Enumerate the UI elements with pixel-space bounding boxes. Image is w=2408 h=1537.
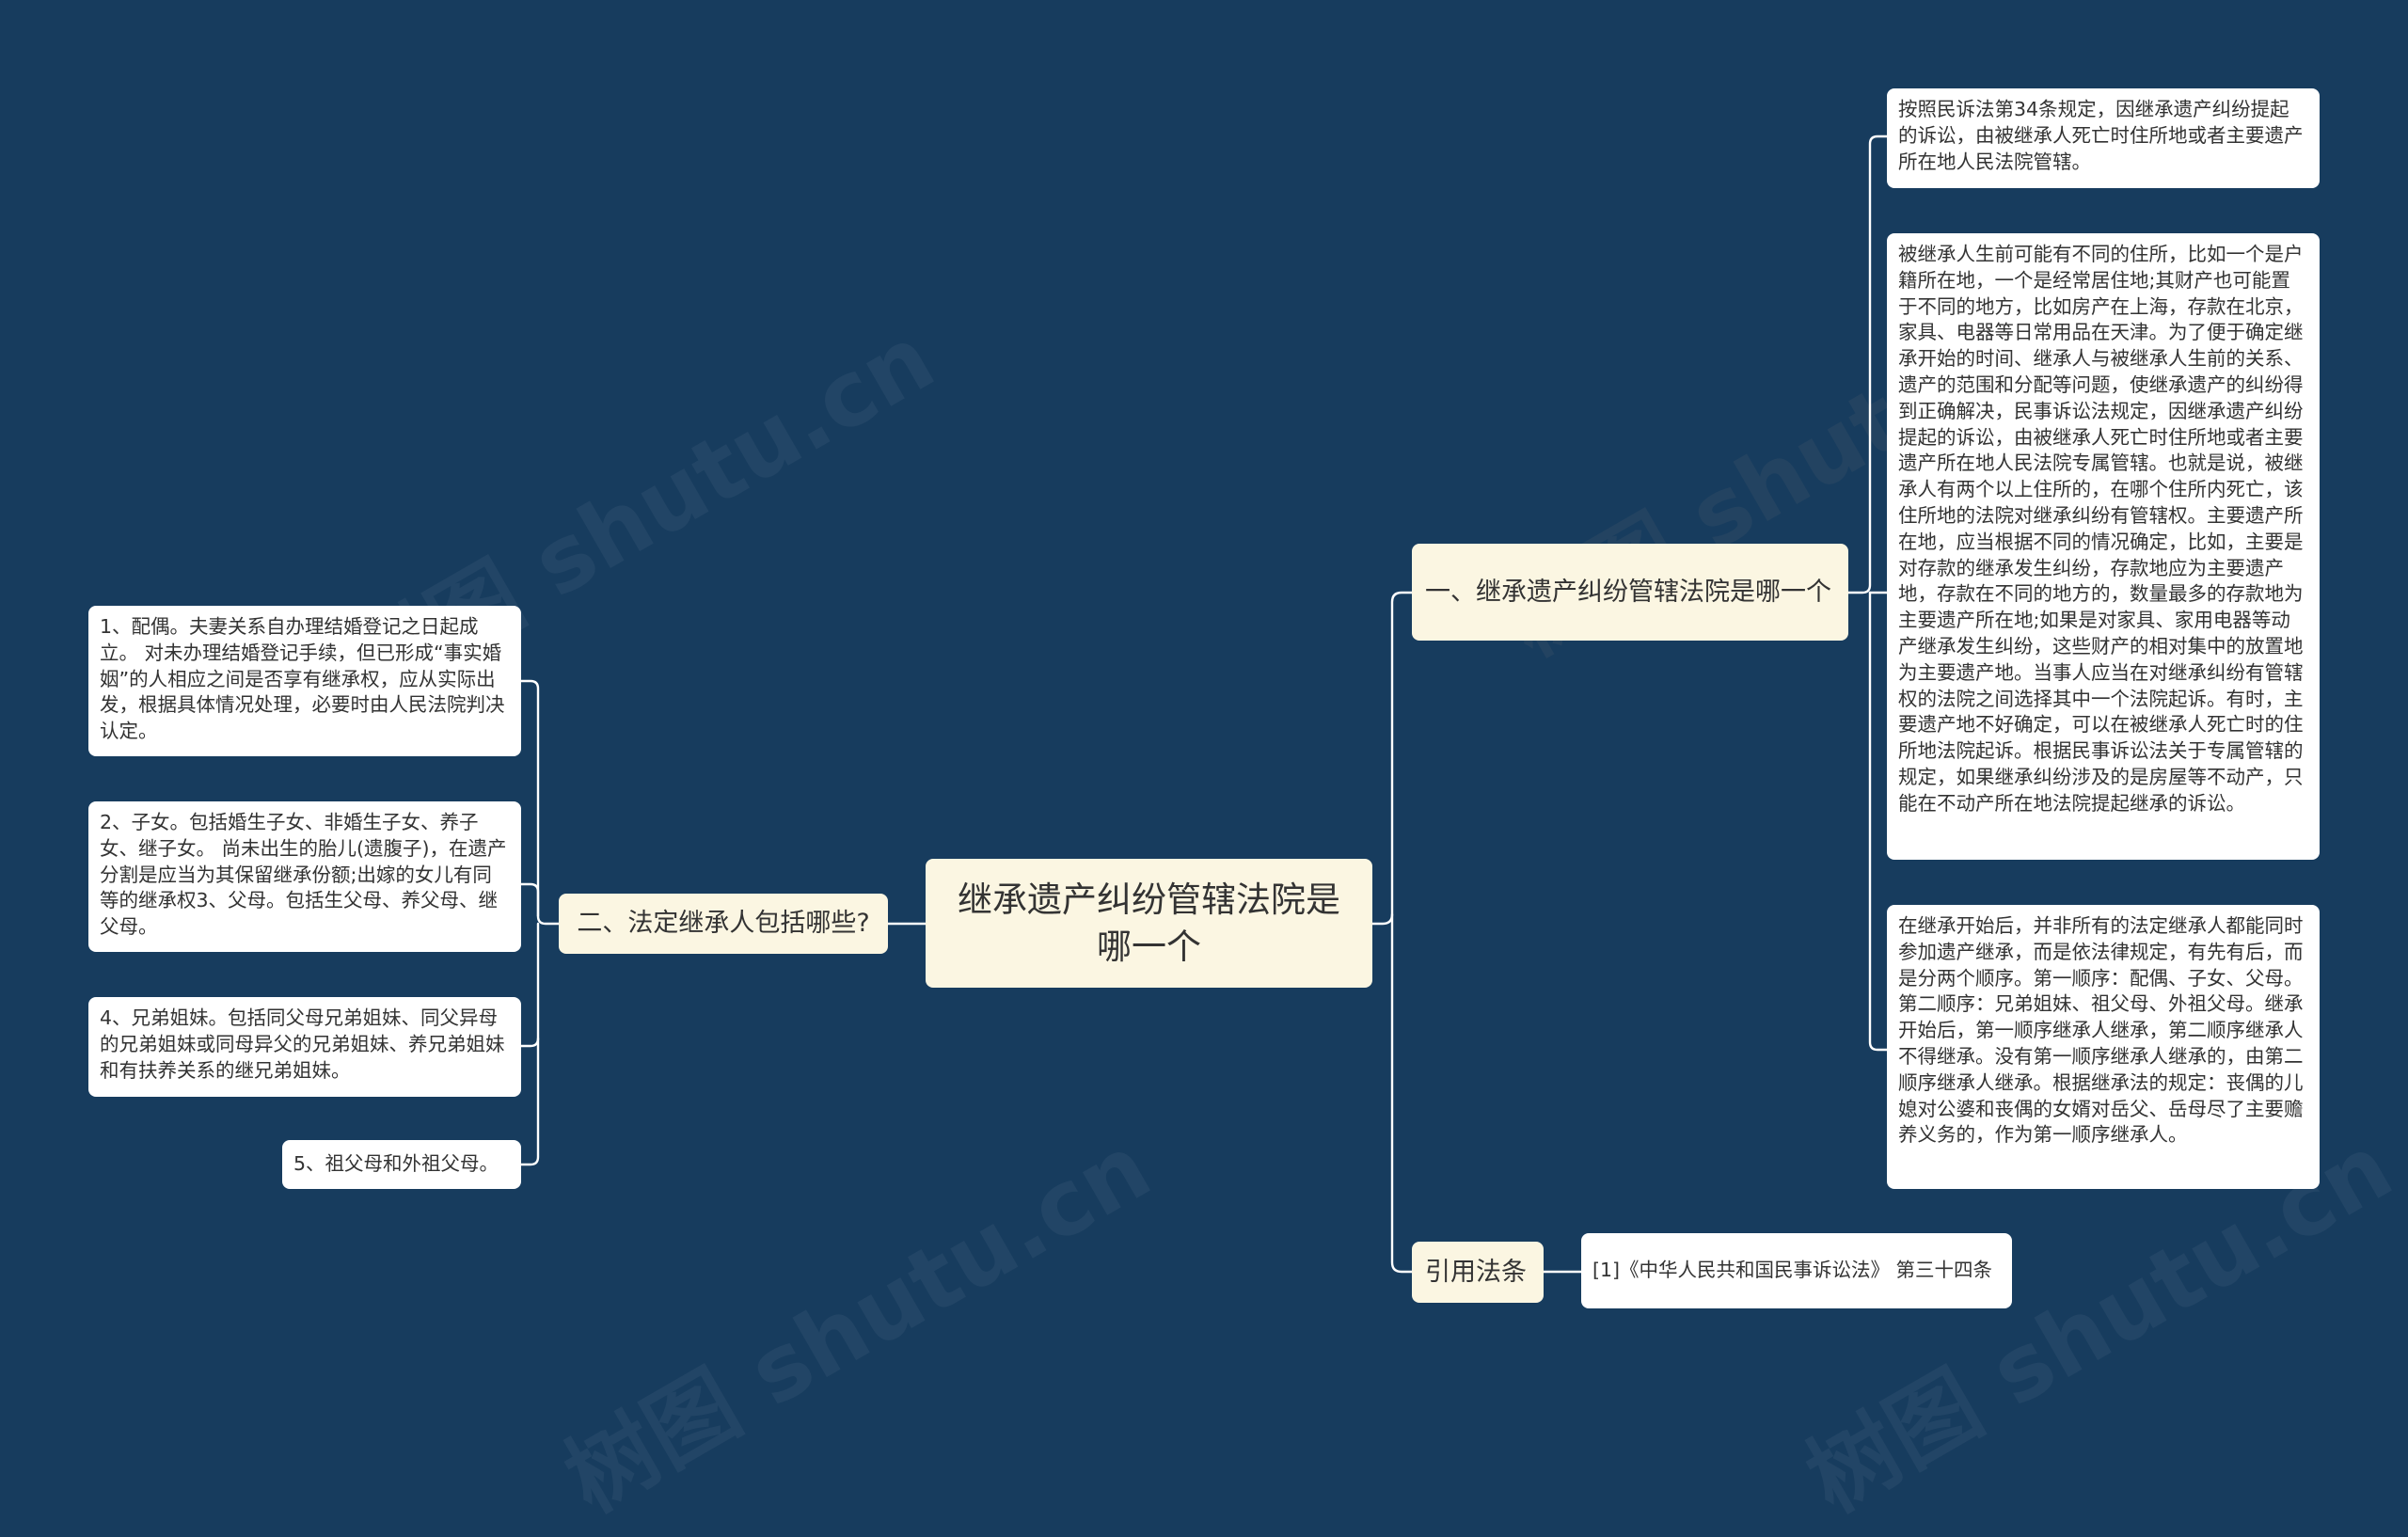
leaf-heirs-1-text: 1、配偶。夫妻关系自办理结婚登记之日起成立。 对未办理结婚登记手续，但已形成“事… [100,615,505,743]
leaf-heirs-2-text: 2、子女。包括婚生子女、非婚生子女、养子女、继子女。 尚未出生的胎儿(遗腹子)，… [100,811,507,939]
leaf-heirs-3[interactable]: 4、兄弟姐妹。包括同父母兄弟姐妹、同父异母的兄弟姐妹或同母异父的兄弟姐妹、养兄弟… [88,997,521,1097]
leaf-citation-1-text: [1]《中华人民共和国民事诉讼法》 第三十四条 [1592,1259,1993,1282]
connector-heirs-leaves [519,679,561,926]
branch-heirs-label: 二、法定继承人包括哪些? [577,909,870,938]
leaf-heirs-4[interactable]: 5、祖父母和外祖父母。 [282,1140,521,1189]
leaf-citation-1[interactable]: [1]《中华人民共和国民事诉讼法》 第三十四条 [1581,1233,2012,1308]
leaf-heirs-1[interactable]: 1、配偶。夫妻关系自办理结婚登记之日起成立。 对未办理结婚登记手续，但已形成“事… [88,606,521,756]
branch-court-label: 一、继承遗产纠纷管辖法院是哪一个 [1425,577,1831,607]
leaf-heirs-2[interactable]: 2、子女。包括婚生子女、非婚生子女、养子女、继子女。 尚未出生的胎儿(遗腹子)，… [88,801,521,952]
connector-heirs-leaf4 [519,1037,540,1166]
connector-root-citation [1390,912,1414,1274]
branch-court-jurisdiction[interactable]: 一、继承遗产纠纷管辖法院是哪一个 [1412,544,1848,641]
branch-legal-heirs[interactable]: 二、法定继承人包括哪些? [559,894,888,954]
connector-lines [519,135,1889,1274]
leaf-court-2-text: 被继承人生前可能有不同的住所，比如一个是户籍所在地，一个是经常居住地;其财产也可… [1898,243,2304,815]
leaf-heirs-3-text: 4、兄弟姐妹。包括同父母兄弟姐妹、同父异母的兄弟姐妹或同母异父的兄弟姐妹、养兄弟… [100,1006,505,1082]
branch-citation-label: 引用法条 [1425,1257,1527,1287]
leaf-heirs-4-text: 5、祖父母和外祖父母。 [293,1152,499,1176]
connector-heirs-leaf2 [519,882,540,918]
connector-root-right [1370,591,1414,926]
leaf-court-1-text: 按照民诉法第34条规定，因继承遗产纠纷提起的诉讼，由被继承人死亡时住所地或者主要… [1898,98,2304,173]
leaf-court-3-text: 在继承开始后，并非所有的法定继承人都能同时参加遗产继承，而是依法律规定，有先有后… [1898,914,2304,1147]
mindmap-canvas: 树图 shutu.cn 树图 shutu.cn 树图 shutu.cn 树图 s… [88,88,2408,1532]
connector-court-leaf3 [1868,591,1889,1052]
leaf-court-3[interactable]: 在继承开始后，并非所有的法定继承人都能同时参加遗产继承，而是依法律规定，有先有后… [1887,905,2320,1189]
leaf-court-2[interactable]: 被继承人生前可能有不同的住所，比如一个是户籍所在地，一个是经常居住地;其财产也可… [1887,233,2320,860]
root-topic[interactable]: 继承遗产纠纷管辖法院是哪一个 [926,859,1372,988]
connector-court-leaves [1846,135,1889,594]
root-topic-label: 继承遗产纠纷管辖法院是哪一个 [958,879,1340,967]
connector-heirs-leaf3 [519,922,540,1048]
branch-citation[interactable]: 引用法条 [1412,1242,1544,1303]
leaf-court-1[interactable]: 按照民诉法第34条规定，因继承遗产纠纷提起的诉讼，由被继承人死亡时住所地或者主要… [1887,88,2320,188]
